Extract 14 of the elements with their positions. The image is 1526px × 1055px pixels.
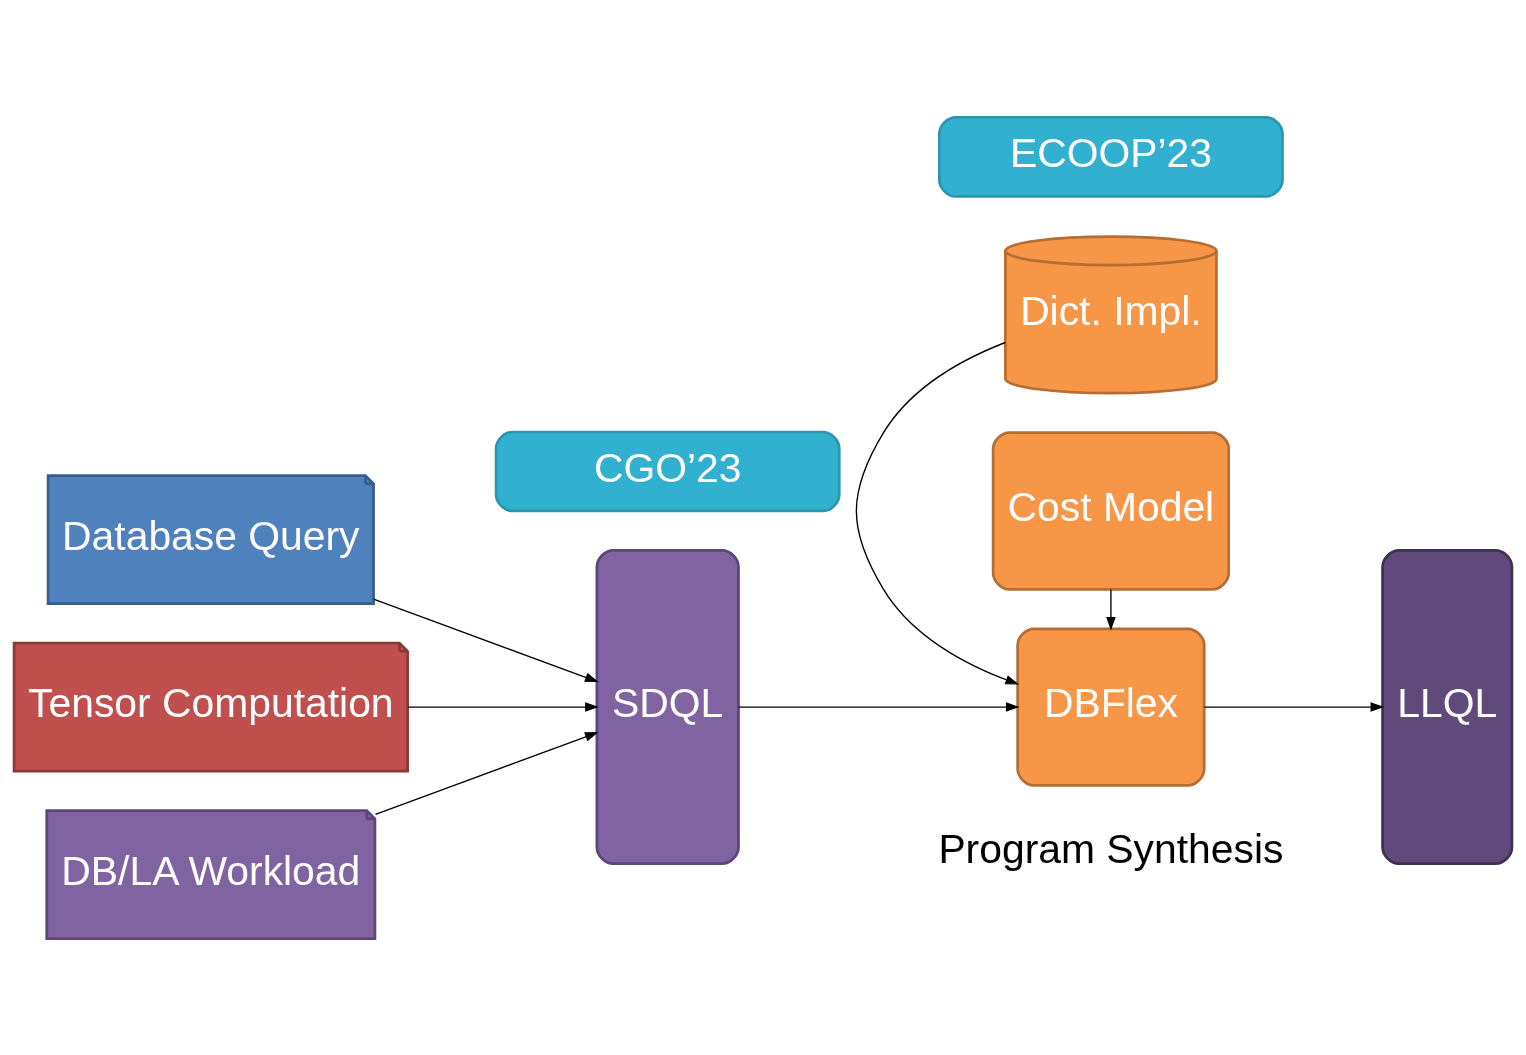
node-box: LLQL [1381,548,1514,865]
arrow [855,341,1019,685]
arrow [374,731,599,815]
arrow [372,597,599,682]
arrow [1203,701,1385,712]
node-box: DBFlex [1016,626,1206,787]
arrow [407,701,599,712]
node-box: ECOOP’23 [938,115,1284,198]
node-box: Cost Model [991,430,1231,591]
node-box: CGO’23 [494,430,841,512]
node-box: SDQL [595,548,740,865]
node-label: Program Synthesis [938,825,1284,872]
arrow [1106,588,1116,631]
arrow [738,701,1020,712]
